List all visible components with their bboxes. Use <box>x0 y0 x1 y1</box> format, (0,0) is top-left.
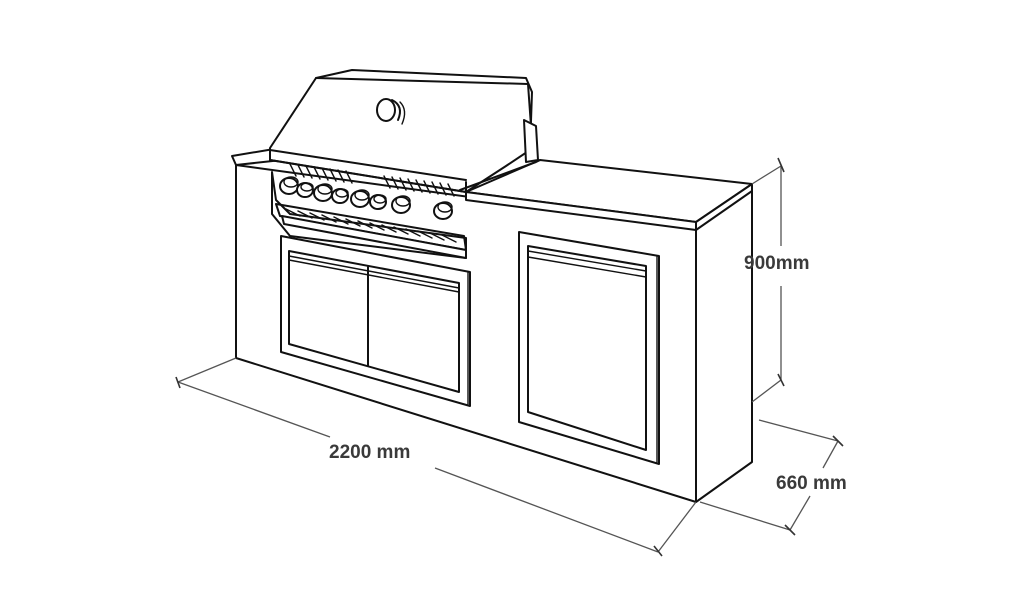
depth-dimension-label: 660 mm <box>776 473 847 494</box>
knob-icon <box>391 195 411 214</box>
right-cabinet-door <box>518 231 660 465</box>
knob-icon <box>296 182 314 198</box>
burner-knobs <box>279 176 453 220</box>
knob-icon <box>369 194 387 210</box>
knob-icon <box>331 188 349 204</box>
left-cabinet-doors <box>280 235 471 407</box>
width-dimension-label: 2200 mm <box>329 442 411 463</box>
vent-slats <box>285 208 457 243</box>
depth-dimension <box>699 419 844 536</box>
grill <box>269 69 541 259</box>
width-dimension <box>175 357 697 557</box>
knob-icon <box>350 189 370 208</box>
knob-icon <box>433 201 453 220</box>
height-dimension-label: 900mm <box>744 253 810 274</box>
knob-icon <box>313 183 333 202</box>
lid-logo-icon <box>376 98 406 125</box>
knob-icon <box>279 176 299 195</box>
height-dimension <box>751 157 785 403</box>
